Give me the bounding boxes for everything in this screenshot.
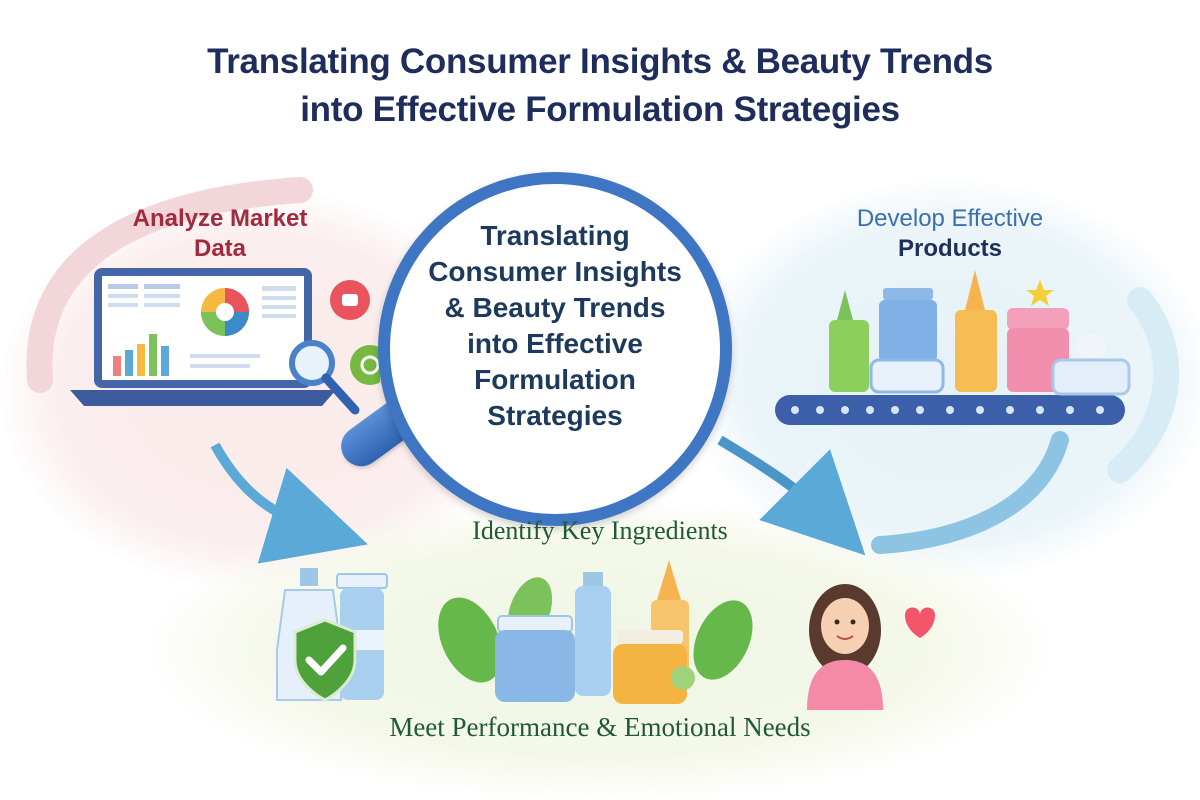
center-line-4: into Effective bbox=[467, 328, 643, 359]
laptop-analytics-icon bbox=[70, 268, 380, 415]
shield-check-icon bbox=[293, 618, 357, 702]
step-analyze-line-1: Analyze Market bbox=[132, 205, 308, 232]
title-line-2: into Effective Formulation Strategies bbox=[300, 90, 900, 129]
step-analyze-label: Analyze Market Data bbox=[120, 204, 320, 264]
step-identify-label: Identify Key Ingredients bbox=[472, 516, 728, 545]
arrow-from-products bbox=[871, 431, 1069, 554]
ingredients-illustration bbox=[276, 560, 935, 710]
center-line-3: & Beauty Trends bbox=[444, 292, 666, 323]
center-line-1: Translating bbox=[480, 220, 630, 251]
step-meet-label: Meet Performance & Emotional Needs bbox=[389, 712, 811, 742]
arrow-to-ingredients-right bbox=[717, 435, 866, 556]
center-statement: Translating Consumer Insights & Beauty T… bbox=[390, 218, 720, 434]
step-develop-line-1: Develop Effective bbox=[856, 205, 1044, 232]
arrow-to-ingredients-left bbox=[210, 442, 368, 564]
title-line-1: Translating Consumer Insights & Beauty T… bbox=[207, 42, 993, 81]
heart-icon bbox=[905, 607, 935, 638]
center-line-2: Consumer Insights bbox=[428, 256, 682, 287]
step-analyze-line-2: Data bbox=[193, 235, 247, 262]
page-title: Translating Consumer Insights & Beauty T… bbox=[0, 38, 1200, 134]
products-conveyor-icon bbox=[775, 270, 1131, 425]
center-line-5: Formulation bbox=[474, 364, 636, 395]
step-develop-label: Develop Effective Products bbox=[820, 204, 1080, 264]
center-line-6: Strategies bbox=[487, 400, 623, 431]
step-develop-line-2: Products bbox=[897, 235, 1002, 262]
